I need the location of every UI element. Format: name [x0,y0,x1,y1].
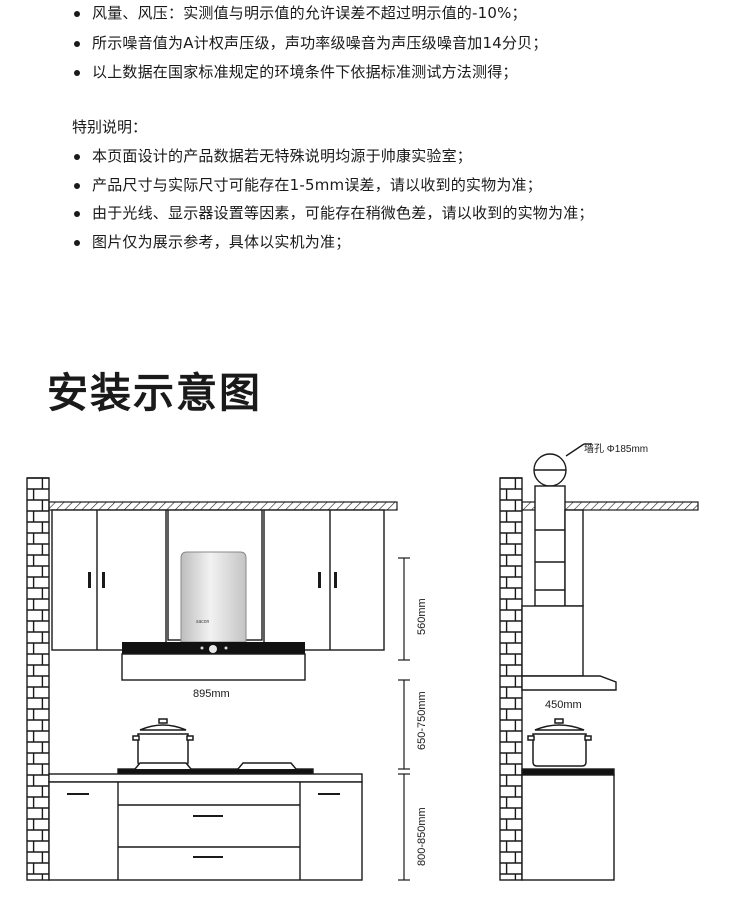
side-depth-label: 450mm [545,699,582,711]
note-item: 以上数据在国家标准规定的环境条件下依据标准测试方法测得； [72,63,518,94]
special-heading: 特别说明： [72,118,148,136]
base-cabinet-left [48,773,363,881]
installation-diagram: sacon 895mm [26,442,699,881]
dimension-lines [398,557,410,881]
note-item: 所示噪音值为A计权声压级，声功率级噪音为声压级噪音加14分贝； [72,34,548,65]
pot-right [527,718,592,767]
bullet-icon [74,154,80,160]
hole-label: 墙孔 Φ185mm [584,442,648,455]
note-item: 图片仅为展示参考，具体以实机为准； [72,233,350,264]
section-title: 安装示意图 [47,369,262,417]
range-hood: sacon [121,551,306,681]
counter-height-label: 800-850mm [416,807,428,866]
bullet-icon [74,70,80,76]
ceiling-slab-right [521,501,699,511]
brand-label: sacon [196,619,210,625]
stove-left [117,762,314,775]
gap-label: 650-750mm [416,691,428,750]
ceiling-slab [48,501,398,511]
brick-wall-left [26,477,50,881]
hood-height-label: 560mm [416,598,428,635]
pot-left [132,718,194,767]
width-label: 895mm [193,688,230,700]
bullet-icon [74,211,80,217]
base-cabinet-right [521,768,615,881]
note-item: 本页面设计的产品数据若无特殊说明均源于帅康实验室； [72,147,472,178]
bullet-icon [74,11,80,17]
range-hood-side [521,485,617,691]
note-item: 由于光线、显示器设置等因素，可能存在稍微色差，请以收到的实物为准； [72,204,594,235]
bullet-icon [74,41,80,47]
note-item: 产品尺寸与实际尺寸可能存在1-5mm误差，请以收到的实物为准； [72,176,542,207]
brick-wall-right [499,477,523,881]
bullet-icon [74,240,80,246]
note-item: 风量、风压：实测值与明示值的允许误差不超过明示值的-10%； [72,4,527,35]
bullet-icon [74,183,80,189]
